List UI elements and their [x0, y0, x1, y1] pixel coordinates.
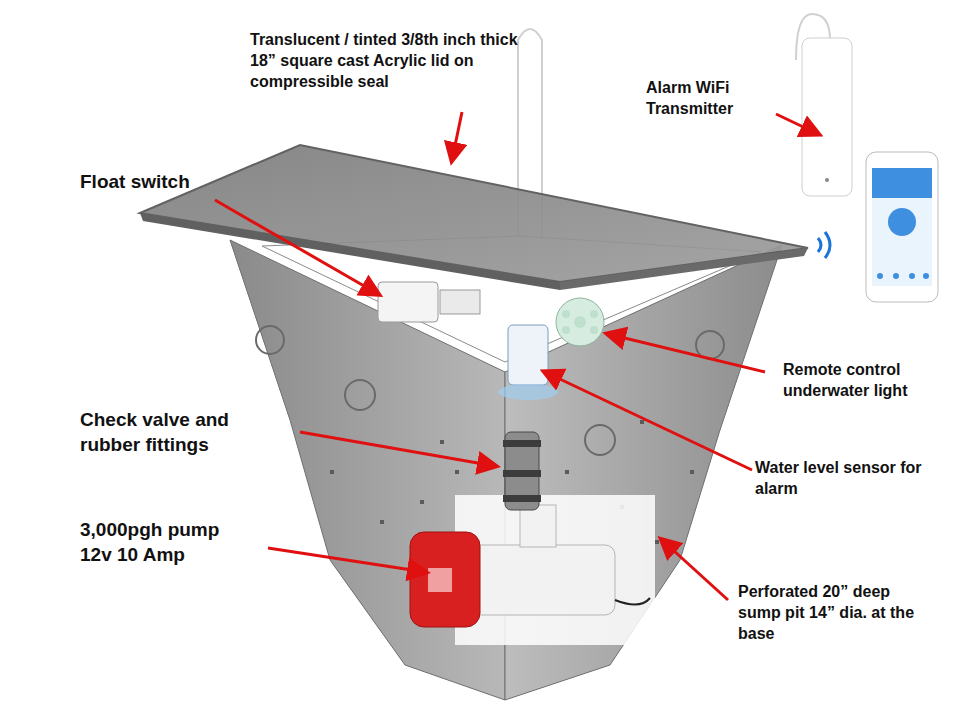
callout-label: Remote control underwater light: [783, 360, 948, 402]
sump-pit: [230, 236, 782, 700]
check-valve: [503, 432, 541, 510]
phone: [866, 152, 938, 302]
float-switch: [378, 282, 480, 322]
acrylic-lid: [140, 145, 808, 290]
callout-label: Alarm WiFi Transmitter: [646, 78, 756, 120]
callout-label: 3,000pgh pump 12v 10 Amp: [80, 518, 220, 567]
wifi-symbol: [818, 232, 830, 258]
callout-label: Water level sensor for alarm: [755, 458, 930, 500]
callout-label: Perforated 20” deep sump pit 14” dia. at…: [738, 582, 923, 644]
wifi-transmitter: [796, 14, 852, 196]
callout-label: Float switch: [80, 170, 280, 195]
underwater-light: [556, 298, 604, 346]
pump: [410, 495, 655, 645]
callout-label: Translucent / tinted 3/8th inch thick 18…: [250, 30, 520, 92]
callout-label: Check valve and rubber fittings: [80, 408, 290, 457]
water-level-sensor: [498, 325, 558, 400]
leader-arrows: [215, 112, 818, 600]
